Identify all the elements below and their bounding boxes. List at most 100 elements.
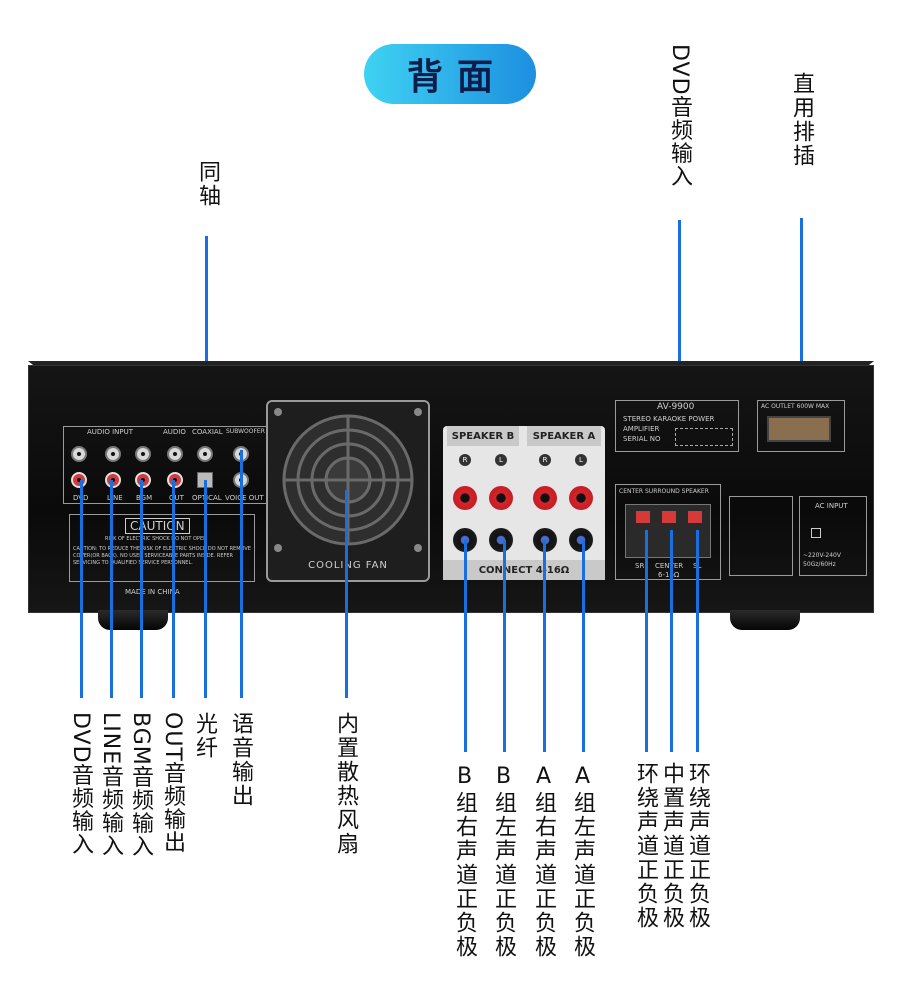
panel-audio: AUDIO (163, 428, 186, 436)
center-clip[interactable] (662, 511, 676, 523)
panel-model: AV-9900 (657, 402, 695, 412)
panel-line: LINE (107, 494, 123, 502)
label-bgm-in: BGM音频输入 (128, 712, 153, 858)
panel-ac-input: AC INPUT (815, 502, 848, 510)
label-coaxial: 同轴 (195, 160, 220, 208)
label-out: OUT音频输出 (160, 712, 185, 854)
panel-center-surround: CENTER SURROUND SPEAKER (619, 488, 709, 495)
leader-fan (345, 490, 348, 698)
spk-a-l-positive[interactable] (569, 486, 593, 510)
leader-out (172, 480, 175, 698)
symbols-plate (729, 496, 793, 576)
leader-surround-1 (645, 530, 648, 752)
leader-a-left (582, 540, 585, 752)
label-fan: 内置散热风扇 (333, 712, 358, 856)
leader-voice-out (240, 450, 243, 698)
panel-risk: RISK OF ELECTRIC SHOCK DO NOT OPEN (105, 536, 207, 542)
sl-clip[interactable] (688, 511, 702, 523)
panel-caution-text: CAUTION: TO REDUCE THE RISK OF ELECTRIC … (73, 546, 251, 566)
screw-icon (414, 408, 422, 416)
panel-sr: SR (635, 562, 645, 570)
spk-a-r-positive[interactable] (533, 486, 557, 510)
speaker-terminal-panel: SPEAKER B SPEAKER A R L R L CONNECT 4-16… (443, 426, 605, 580)
ac-outlet-socket[interactable] (767, 416, 831, 442)
rca-out-r (167, 472, 183, 488)
label-line-in: LINE音频输入 (98, 712, 123, 858)
spk-a-l-tag: L (575, 454, 587, 466)
model-plate (615, 400, 739, 452)
leader-b-left (503, 540, 506, 752)
double-insulated-icon (811, 528, 821, 538)
leader-power-strip (800, 218, 803, 430)
rca-dvd-l (71, 446, 87, 462)
panel-audio-input: AUDIO INPUT (87, 428, 134, 436)
rca-bgm-l (135, 446, 151, 462)
leader-bgm (140, 480, 143, 698)
rca-dvd-r (71, 472, 87, 488)
serial-box (675, 428, 733, 446)
leader-a-right (543, 540, 546, 752)
screw-icon (274, 408, 282, 416)
audio-io-box (63, 426, 289, 504)
leader-surround-2 (696, 530, 699, 752)
foot-left (98, 610, 168, 630)
leader-dvd (80, 480, 83, 698)
label-dvd-in: DVD音频输入 (68, 712, 93, 856)
spk-b-l-tag: L (495, 454, 507, 466)
panel-stereo: STEREO KARAOKE POWER (623, 415, 715, 423)
leader-b-right (464, 540, 467, 752)
spk-b-l-positive[interactable] (489, 486, 513, 510)
label-dvd-audio-in-top: DVD音频输入 (667, 44, 692, 188)
panel-center: CENTER (655, 562, 683, 570)
ac-outlet-plate (757, 400, 845, 452)
center-surround-plate (615, 484, 721, 580)
spk-b-r-tag: R (459, 454, 471, 466)
leader-line (110, 480, 113, 698)
label-b-right: B组右声道正负极 (452, 764, 477, 959)
screw-icon (274, 544, 282, 552)
cooling-fan-box: COOLING FAN (266, 400, 430, 582)
speaker-b-header: SPEAKER B (447, 426, 519, 446)
label-voice-out: 语音输出 (228, 712, 253, 808)
caution-box (69, 514, 255, 582)
title-pill: 背面 (364, 44, 536, 104)
rca-line-r (105, 472, 121, 488)
panel-freq: 50Gz/60Hz (803, 561, 836, 568)
sr-clip[interactable] (636, 511, 650, 523)
spk-b-l-negative[interactable] (489, 528, 513, 552)
label-power-strip: 直用排插 (789, 72, 814, 168)
rca-bgm-r (135, 472, 151, 488)
leader-dvd-top (678, 220, 681, 432)
rca-out-l (167, 446, 183, 462)
label-center: 中置声道正负极 (659, 762, 684, 930)
leader-center (670, 530, 673, 752)
panel-amplifier: AMPLIFIER (623, 425, 660, 433)
leader-optical (204, 480, 207, 698)
panel-center-ohm: 6-16Ω (658, 571, 680, 579)
foot-right (730, 610, 800, 630)
panel-serial: SERIAL NO (623, 435, 661, 443)
ac-input-plate (799, 496, 867, 576)
page-title: 背面 (406, 57, 507, 98)
panel-coaxial: COAXIAL (192, 428, 223, 436)
label-a-left: A组左声道正负极 (570, 764, 595, 959)
amplifier-rear-panel: AUDIO INPUT AUDIO COAXIAL SUBWOOFER DVD … (28, 365, 874, 613)
panel-made-in: MADE IN CHINA (125, 588, 180, 596)
label-b-left: B组左声道正负极 (491, 764, 516, 959)
spk-b-r-positive[interactable] (453, 486, 477, 510)
label-optical: 光纤 (192, 712, 217, 760)
leader-coaxial (205, 236, 208, 436)
screw-icon (414, 544, 422, 552)
connect-label: CONNECT 4-16Ω (443, 560, 605, 580)
fan-grille-icon (282, 414, 414, 546)
panel-voltage: ~220V-240V (803, 552, 841, 559)
cooling-fan-label: COOLING FAN (308, 560, 388, 571)
rca-coaxial (197, 446, 213, 462)
label-a-right: A组右声道正负极 (531, 764, 556, 959)
panel-subwoofer: SUBWOOFER (226, 428, 265, 435)
panel-bgm: BGM (136, 494, 153, 502)
spk-a-l-negative[interactable] (569, 528, 593, 552)
panel-caution: CAUTION (125, 518, 190, 534)
label-surround-1: 环绕声道正负极 (633, 762, 658, 930)
panel-out: OUT (169, 494, 184, 502)
